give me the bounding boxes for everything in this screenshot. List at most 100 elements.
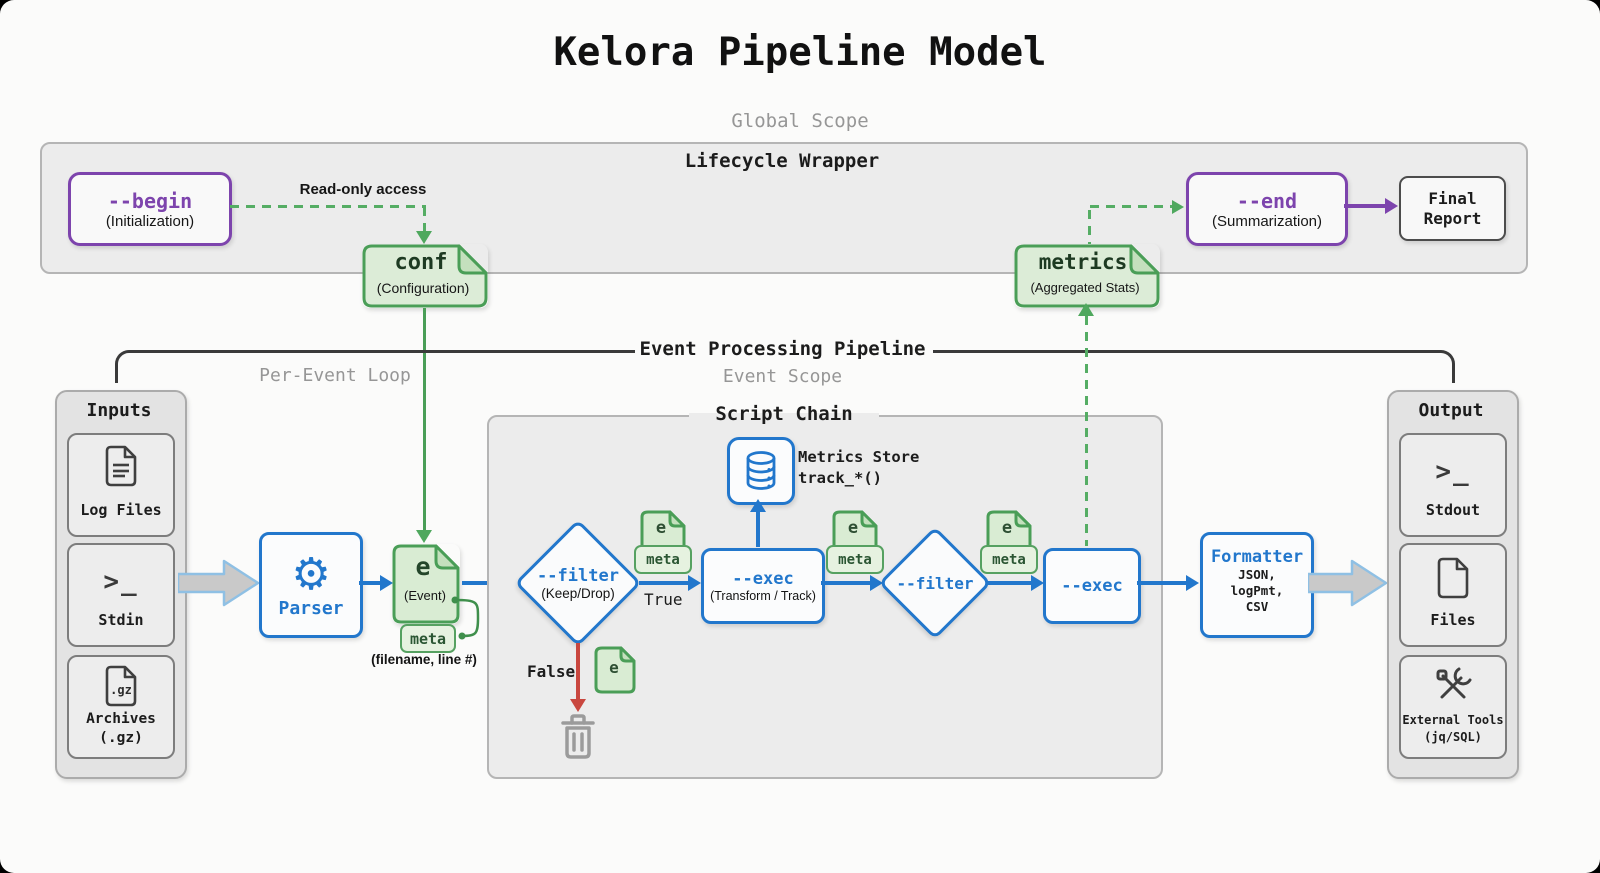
arrowhead-right-event bbox=[380, 575, 393, 591]
formatter-format-logfmt: logPmt, bbox=[1230, 583, 1284, 598]
document-icon bbox=[594, 646, 636, 694]
flow-arrow-formatter-output bbox=[1308, 559, 1388, 607]
parser-to-event-line bbox=[359, 581, 381, 585]
event-meta-note: (filename, line #) bbox=[371, 652, 477, 667]
tools-icon bbox=[1436, 667, 1472, 699]
document-icon bbox=[392, 544, 460, 624]
pipeline-bracket-right bbox=[933, 350, 1455, 383]
metrics-sublabel: (Aggregated Stats) bbox=[1030, 280, 1140, 295]
event-meta-connector bbox=[451, 596, 480, 640]
external-tools-sublabel: (jq/SQL) bbox=[1424, 730, 1482, 744]
metrics-doc-node: metrics (Aggregated Stats) bbox=[1014, 244, 1160, 308]
global-scope-label: Global Scope bbox=[731, 110, 869, 132]
exec2-node: --exec bbox=[1043, 548, 1141, 624]
end-node: --end (Summarization) bbox=[1186, 172, 1348, 246]
exec2-label: --exec bbox=[1061, 576, 1123, 596]
document-icon bbox=[362, 244, 488, 308]
output-stdout: >_ Stdout bbox=[1399, 433, 1507, 537]
badge-e-label: e bbox=[1001, 518, 1013, 538]
event-meta-pill: meta bbox=[400, 624, 456, 653]
conf-label: conf bbox=[394, 250, 448, 275]
arrowhead-right-filter2 bbox=[870, 575, 883, 591]
badge-e-label: e bbox=[847, 518, 859, 538]
begin-to-conf-dash-v bbox=[423, 207, 426, 233]
lifecycle-wrapper-title: Lifecycle Wrapper bbox=[684, 150, 880, 172]
output-files: Files bbox=[1399, 543, 1507, 647]
badge-meta-label: meta bbox=[838, 551, 872, 568]
exec1-node: --exec (Transform / Track) bbox=[701, 548, 825, 624]
script-chain-title: Script Chain bbox=[689, 403, 879, 425]
badge-e-label: e bbox=[655, 518, 667, 538]
event-to-filter1-line bbox=[462, 581, 508, 585]
terminal-icon: >_ bbox=[1435, 457, 1471, 487]
conf-to-event-line bbox=[423, 308, 426, 532]
dropped-event-doc: e bbox=[594, 646, 636, 694]
stdin-label: Stdin bbox=[98, 611, 144, 629]
per-event-loop-label: Per-Event Loop bbox=[259, 365, 411, 386]
stdout-label: Stdout bbox=[1425, 501, 1481, 519]
event-sublabel: (Event) bbox=[404, 588, 446, 603]
arrowhead-down-trash bbox=[570, 699, 586, 712]
false-branch-line bbox=[576, 643, 580, 701]
badge-meta-label: meta bbox=[646, 551, 680, 568]
arrowhead-right-formatter bbox=[1186, 575, 1199, 591]
input-stdin: >_ Stdin bbox=[67, 543, 175, 647]
final-report-line1: Final bbox=[1428, 188, 1477, 208]
arrowhead-right-exec2 bbox=[1031, 575, 1044, 591]
begin-node: --begin (Initialization) bbox=[68, 172, 232, 246]
archives-label: Archives bbox=[86, 711, 156, 727]
badge-meta-label: meta bbox=[992, 551, 1026, 568]
log-file-icon bbox=[105, 445, 137, 487]
event-badge-2: e meta bbox=[826, 510, 884, 574]
arrowhead-down-event bbox=[416, 530, 432, 543]
event-doc-node: e (Event) bbox=[392, 544, 460, 624]
event-scope-label: Event Scope bbox=[722, 366, 843, 387]
end-label: --end bbox=[1236, 188, 1298, 213]
event-label: e bbox=[415, 552, 431, 581]
exec1-label: --exec bbox=[732, 569, 794, 589]
exec2-to-formatter-line bbox=[1137, 581, 1187, 585]
false-branch-label: False bbox=[527, 662, 576, 681]
begin-to-conf-dash-h bbox=[230, 205, 426, 208]
files-label: Files bbox=[1430, 611, 1476, 629]
page-title: Kelora Pipeline Model bbox=[553, 30, 1047, 75]
metrics-to-end-dash-h bbox=[1090, 205, 1174, 208]
input-log-files: Log Files bbox=[67, 433, 175, 537]
arrowhead-up-store bbox=[750, 499, 766, 512]
metrics-store-label: Metrics Store bbox=[798, 448, 920, 466]
input-archives: .gz Archives (.gz) bbox=[67, 655, 175, 759]
filter1-label: --filter bbox=[537, 565, 619, 586]
filter2-node: --filter bbox=[878, 526, 992, 640]
formatter-format-json: JSON, bbox=[1238, 567, 1276, 582]
flow-arrow-inputs-parser bbox=[178, 559, 260, 607]
event-pipeline-label: Event Processing Pipeline bbox=[639, 338, 926, 360]
inputs-title: Inputs bbox=[86, 400, 152, 421]
badge-meta-pill: meta bbox=[826, 545, 884, 574]
begin-label: --begin bbox=[107, 188, 193, 213]
parser-node: ⚙ Parser bbox=[259, 532, 363, 638]
end-sublabel: (Summarization) bbox=[1211, 212, 1323, 230]
true-branch-label: True bbox=[644, 590, 683, 609]
badge-meta-pill: meta bbox=[980, 545, 1038, 574]
filter2-label: --filter bbox=[896, 573, 974, 593]
gz-badge: .gz bbox=[110, 683, 132, 697]
event-badge-3: e meta bbox=[980, 510, 1038, 574]
conf-doc-node: conf (Configuration) bbox=[362, 244, 488, 308]
filter1-node: --filter (Keep/Drop) bbox=[514, 519, 642, 647]
formatter-node: Formatter JSON, logPmt, CSV bbox=[1200, 532, 1314, 638]
output-title: Output bbox=[1418, 400, 1484, 421]
event-badge-1: e meta bbox=[634, 510, 692, 574]
metrics-to-end-dash-v bbox=[1088, 210, 1091, 244]
exec1-to-filter2-line bbox=[821, 581, 871, 585]
terminal-icon: >_ bbox=[103, 567, 139, 597]
trash-icon bbox=[561, 714, 595, 759]
output-external-tools: External Tools (jq/SQL) bbox=[1399, 655, 1507, 759]
exec1-to-store-line bbox=[756, 511, 760, 547]
read-only-access-label: Read-only access bbox=[299, 181, 427, 198]
pipeline-bracket-left bbox=[115, 350, 635, 383]
parser-label: Parser bbox=[278, 597, 344, 619]
dropped-e-label: e bbox=[609, 658, 619, 677]
metrics-store-node bbox=[727, 437, 795, 505]
file-icon bbox=[1437, 557, 1469, 599]
